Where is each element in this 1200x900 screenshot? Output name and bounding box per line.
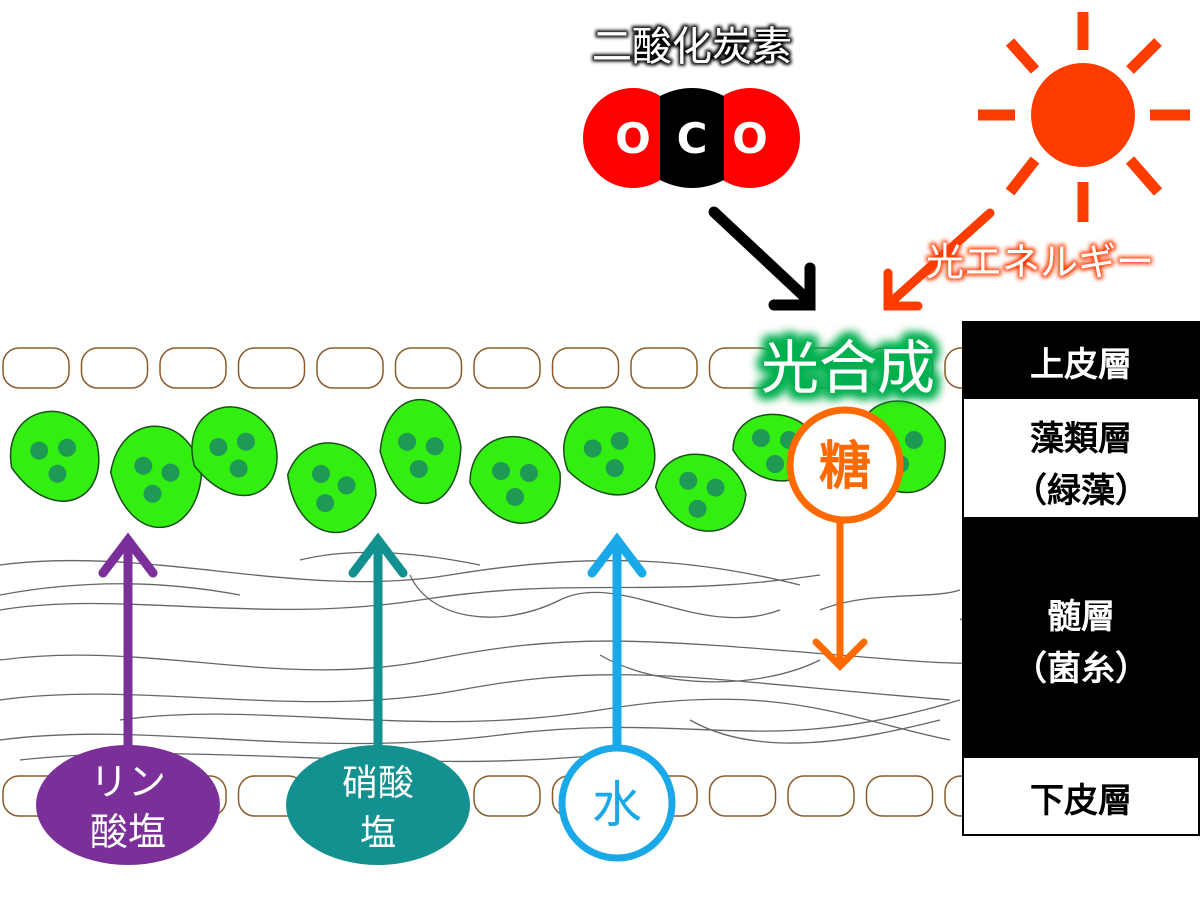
water-arrow-icon — [587, 532, 647, 755]
epidermis-cell — [2, 347, 70, 389]
epidermis-cell — [630, 347, 698, 389]
algae-cell — [191, 406, 278, 497]
light-energy-label: 光エネルギー — [926, 240, 1154, 284]
layer-medulla: 髄層 — [1047, 597, 1115, 637]
algae-cell — [469, 436, 561, 524]
phosphate-bubble: リン 酸塩 — [36, 745, 220, 865]
atom-o1: O — [615, 114, 651, 163]
nitrate-bubble: 硝酸 塩 — [286, 745, 470, 865]
epidermis-cell — [473, 775, 541, 817]
fungal-hyphae — [0, 551, 1036, 763]
epidermis-cell — [708, 775, 777, 817]
nitrate-label-line1: 硝酸 — [342, 763, 414, 804]
layer-medulla-sub: （菌糸） — [1013, 649, 1149, 689]
algae-cell — [563, 406, 656, 496]
layer-lower-cortex: 下皮層 — [1030, 781, 1132, 821]
epidermis-cell — [237, 347, 306, 389]
atom-c: C — [677, 114, 708, 163]
co2-label: 二酸化炭素 — [592, 24, 792, 70]
algae-cell — [286, 442, 377, 534]
epidermis-cell — [865, 347, 934, 389]
epidermis-cell — [473, 347, 541, 389]
atom-o2: O — [732, 114, 768, 163]
epidermis-cell — [394, 347, 463, 389]
sugar-arrow-icon — [812, 518, 868, 671]
water-label: 水 — [592, 776, 642, 834]
algae-cell — [109, 425, 203, 528]
light-arrow-icon — [883, 208, 995, 311]
phosphate-arrow-icon — [98, 532, 158, 755]
layer-legend: 上皮層 藻類層 （緑藻） 髄層 （菌糸） 下皮層 — [962, 321, 1200, 836]
epidermis-cell — [787, 347, 855, 389]
nitrate-label-line2: 塩 — [360, 813, 396, 854]
sugar-indicator: 糖 — [786, 406, 904, 524]
water-bubble: 水 — [558, 744, 676, 862]
layer-algal: 藻類層 — [1030, 419, 1132, 459]
algae-cell — [9, 410, 100, 502]
photosynthesis-label: 光合成 — [761, 334, 935, 402]
algae-cell — [654, 453, 747, 532]
layer-algal-sub: （緑藻） — [1013, 471, 1149, 511]
epidermis-cell — [708, 347, 777, 389]
sun-icon — [978, 12, 1190, 222]
co2-arrow-icon — [708, 206, 816, 311]
epidermis-cell — [865, 775, 934, 817]
epidermis-cell — [551, 347, 620, 389]
epidermis-cell — [316, 347, 384, 389]
algae-cell — [379, 398, 462, 505]
phosphate-label-line1: リン — [90, 760, 166, 804]
epidermis-cell — [159, 347, 227, 389]
epidermis-cell — [787, 775, 855, 817]
phosphate-label-line2: 酸塩 — [90, 810, 166, 854]
epidermis-cell — [80, 347, 149, 389]
sugar-label: 糖 — [819, 437, 871, 497]
upper-epidermis-cells — [2, 347, 1012, 389]
nitrate-arrow-icon — [348, 532, 408, 755]
co2-molecule-icon: O C O — [583, 88, 800, 188]
layer-upper-cortex: 上皮層 — [1030, 345, 1132, 385]
